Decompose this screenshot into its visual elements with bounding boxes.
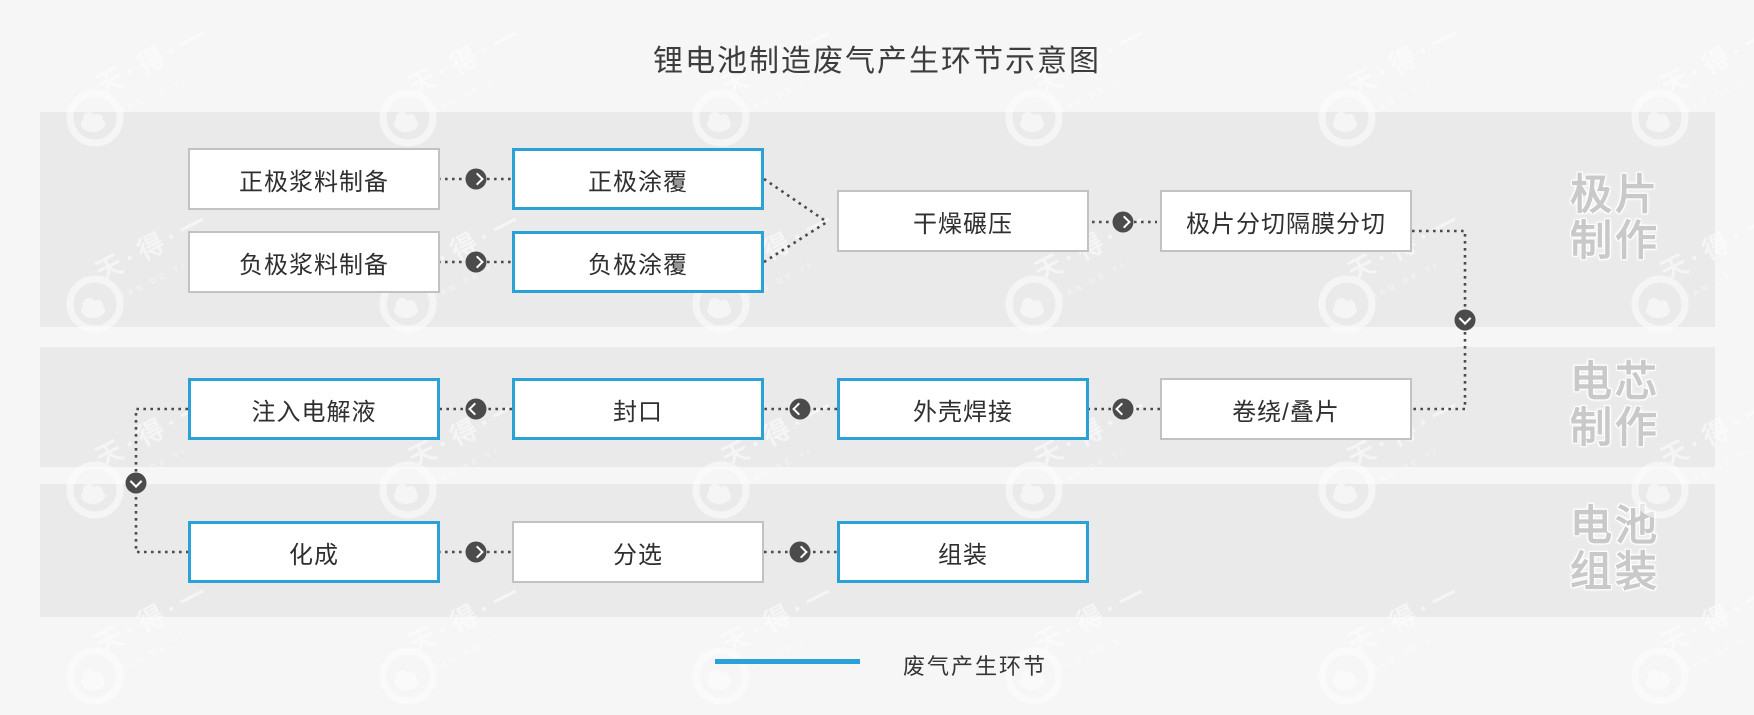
process-box-assembly: 组装 [837, 521, 1089, 583]
arrow-right-icon [465, 168, 487, 190]
watermark-subtext: TIAN DE YI [1677, 631, 1754, 677]
chevron-down-icon [129, 475, 143, 488]
arrow-left-icon [465, 398, 487, 420]
chevron-right-icon [471, 545, 484, 559]
cloud-logo-icon [1318, 647, 1376, 705]
watermark-subtext: TIAN DE YI [1051, 631, 1129, 677]
chevron-left-icon [1115, 402, 1128, 416]
process-box-shell-welding: 外壳焊接 [837, 378, 1089, 440]
watermark-subtext: TIAN DE YI [425, 631, 503, 677]
process-box-sorting: 分选 [512, 521, 764, 583]
section-label-line: 极片 [1569, 171, 1660, 218]
watermark-subtext: TIAN DE YI [112, 631, 190, 677]
chevron-right-icon [471, 255, 484, 269]
chevron-right-icon [795, 545, 808, 559]
section-label-line: 电池 [1569, 502, 1660, 549]
process-box-sealing: 封口 [512, 378, 764, 440]
page-title: 锂电池制造废气产生环节示意图 [653, 45, 1101, 78]
process-box-negative-coating: 负极涂覆 [512, 231, 764, 293]
legend-waste-gas-line [715, 659, 860, 664]
section-label-cell-production: 电芯 制作 [1535, 358, 1695, 452]
process-box-positive-coating: 正极涂覆 [512, 148, 764, 210]
arrow-left-icon [789, 398, 811, 420]
process-box-drying-rolling: 干燥碾压 [837, 190, 1089, 252]
section-label-line: 制作 [1569, 217, 1660, 265]
watermark-subtext: TIAN DE YI [738, 631, 816, 677]
cloud-logo-icon [692, 647, 750, 705]
section-label-battery-assembly: 电池 组装 [1535, 502, 1695, 596]
arrow-down-icon [125, 472, 147, 494]
chevron-down-icon [1458, 312, 1472, 325]
chevron-right-icon [1118, 215, 1131, 229]
process-box-slitting: 极片分切隔膜分切 [1160, 190, 1412, 252]
process-box-winding-stacking: 卷绕/叠片 [1160, 378, 1412, 440]
arrow-right-icon [465, 541, 487, 563]
process-box-electrolyte-injection: 注入电解液 [188, 378, 440, 440]
watermark-subtext: TIAN DE YI [1364, 631, 1442, 677]
process-box-positive-slurry: 正极浆料制备 [188, 148, 440, 210]
section-label-electrode-production: 极片 制作 [1535, 171, 1695, 265]
arrow-left-icon [1112, 398, 1134, 420]
section-label-line: 组装 [1569, 548, 1660, 596]
legend-label: 废气产生环节 [903, 654, 1048, 679]
cloud-logo-icon [1631, 647, 1689, 705]
section-label-line: 制作 [1569, 404, 1660, 452]
chevron-left-icon [468, 402, 481, 416]
chevron-left-icon [792, 402, 805, 416]
arrow-right-icon [1112, 211, 1134, 233]
arrow-right-icon [789, 541, 811, 563]
cloud-logo-icon [66, 647, 124, 705]
section-label-line: 电芯 [1569, 358, 1660, 405]
chevron-right-icon [471, 172, 484, 186]
process-box-negative-slurry: 负极浆料制备 [188, 231, 440, 293]
arrow-down-icon [1454, 309, 1476, 331]
arrow-right-icon [465, 251, 487, 273]
process-box-formation: 化成 [188, 521, 440, 583]
cloud-logo-icon [379, 647, 437, 705]
